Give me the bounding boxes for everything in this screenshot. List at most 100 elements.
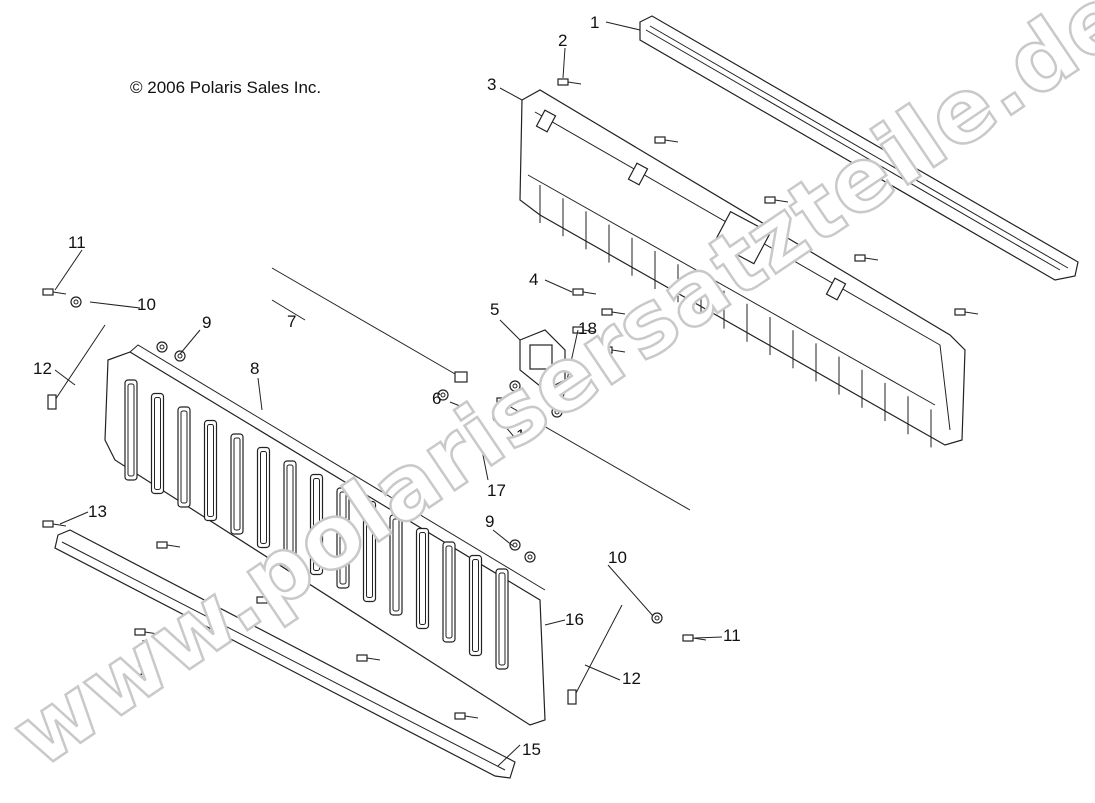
bolt-shank bbox=[464, 715, 479, 719]
bolt-shank bbox=[582, 329, 597, 333]
leader-line bbox=[499, 319, 521, 341]
bolt-shank bbox=[266, 599, 281, 603]
callout-number: 15 bbox=[522, 740, 541, 759]
panel-slot bbox=[124, 379, 138, 481]
bolt-shank bbox=[611, 349, 626, 353]
callout-number: 8 bbox=[250, 359, 259, 378]
leader-line bbox=[449, 401, 471, 411]
leader-line bbox=[54, 249, 83, 291]
callout-number: 12 bbox=[33, 359, 52, 378]
callout-number: 3 bbox=[487, 75, 496, 94]
panel-slot-inner bbox=[286, 464, 294, 558]
callout-number: 1 bbox=[590, 13, 599, 32]
washer-hole bbox=[159, 344, 165, 350]
washer bbox=[156, 341, 168, 353]
callout-number: 14 bbox=[137, 660, 156, 679]
bolt bbox=[654, 136, 666, 144]
leader-line bbox=[179, 329, 201, 355]
panel-slot bbox=[203, 419, 218, 522]
washer bbox=[174, 350, 186, 362]
part-support-cable-right bbox=[567, 604, 623, 705]
leader-line bbox=[544, 279, 573, 293]
panel-slot-inner bbox=[366, 505, 373, 598]
leader-line bbox=[54, 369, 76, 386]
part-latch-handle bbox=[519, 329, 566, 391]
washer-hole bbox=[73, 299, 79, 305]
washer bbox=[509, 539, 521, 551]
panel-slot bbox=[177, 406, 191, 508]
copyright-notice: © 2006 Polaris Sales Inc. bbox=[130, 78, 322, 97]
washer-hole bbox=[654, 615, 660, 621]
leader-line bbox=[492, 529, 514, 547]
panel-slot bbox=[468, 554, 483, 657]
leader-line bbox=[562, 47, 566, 79]
bolt-shank bbox=[366, 657, 381, 661]
panel-slot bbox=[442, 541, 456, 643]
leader-line bbox=[694, 636, 723, 639]
leader-line bbox=[584, 664, 621, 681]
leader-line bbox=[59, 511, 89, 525]
bolt-shank bbox=[964, 311, 979, 315]
panel-slot-inner bbox=[498, 572, 506, 666]
leader-line bbox=[479, 439, 489, 481]
part-upper-rod bbox=[271, 267, 468, 383]
washer-hole bbox=[554, 409, 560, 415]
bolt-shank bbox=[664, 139, 679, 143]
callout-number: 17 bbox=[487, 481, 506, 500]
bolt-shank bbox=[52, 523, 67, 527]
leader-line bbox=[89, 301, 141, 309]
callout-number: 9 bbox=[485, 512, 494, 531]
leader-line bbox=[605, 21, 641, 31]
callout-number: 10 bbox=[516, 426, 535, 445]
callout-number: 16 bbox=[565, 610, 584, 629]
bolt bbox=[42, 520, 54, 528]
leader-line bbox=[271, 299, 306, 321]
callout-number: 2 bbox=[558, 31, 567, 50]
washer bbox=[651, 612, 663, 624]
panel-slot-inner bbox=[472, 559, 479, 652]
callout-number: 7 bbox=[287, 312, 296, 331]
panel-slot-inner bbox=[154, 397, 161, 490]
part-lower-rod bbox=[496, 397, 691, 511]
washer bbox=[524, 551, 536, 563]
part-top-rail bbox=[639, 15, 1079, 281]
callout-number: 6 bbox=[432, 389, 441, 408]
bolt-shank bbox=[144, 631, 159, 635]
washer-hole bbox=[512, 542, 518, 548]
panel-slot bbox=[415, 527, 430, 630]
leader-line bbox=[499, 419, 516, 439]
washer-hole bbox=[512, 383, 518, 389]
panel-slot-inner bbox=[313, 478, 320, 571]
bolt bbox=[682, 634, 694, 642]
callout-number: 10 bbox=[137, 295, 156, 314]
callout-number: 4 bbox=[529, 270, 538, 289]
panel-slot bbox=[495, 568, 509, 670]
bolt-shank bbox=[52, 291, 67, 295]
leader-line bbox=[499, 87, 523, 101]
bolt-shank bbox=[582, 291, 597, 295]
panel-slot-inner bbox=[339, 491, 347, 585]
part-support-cable-left bbox=[47, 324, 106, 410]
hardware-fasteners bbox=[42, 78, 979, 720]
leader-line bbox=[607, 564, 654, 617]
panel-slot-inner bbox=[233, 437, 241, 531]
panel-slot bbox=[150, 392, 165, 495]
panel-slot-inner bbox=[392, 518, 400, 612]
callout-number: 11 bbox=[723, 626, 741, 645]
panel-slot-inner bbox=[207, 424, 214, 517]
bolt-shank bbox=[864, 257, 879, 261]
part-inner-tailgate-frame bbox=[519, 89, 966, 448]
washer-hole bbox=[495, 414, 501, 420]
callout-number: 13 bbox=[88, 502, 107, 521]
callout-leaders bbox=[54, 21, 723, 767]
washer bbox=[509, 380, 521, 392]
washer bbox=[70, 296, 82, 308]
bolt bbox=[854, 254, 866, 262]
bolt bbox=[42, 288, 54, 296]
washer bbox=[492, 411, 504, 423]
callout-number: 5 bbox=[490, 300, 499, 319]
panel-slot-inner bbox=[127, 383, 135, 477]
bolt bbox=[356, 654, 368, 662]
